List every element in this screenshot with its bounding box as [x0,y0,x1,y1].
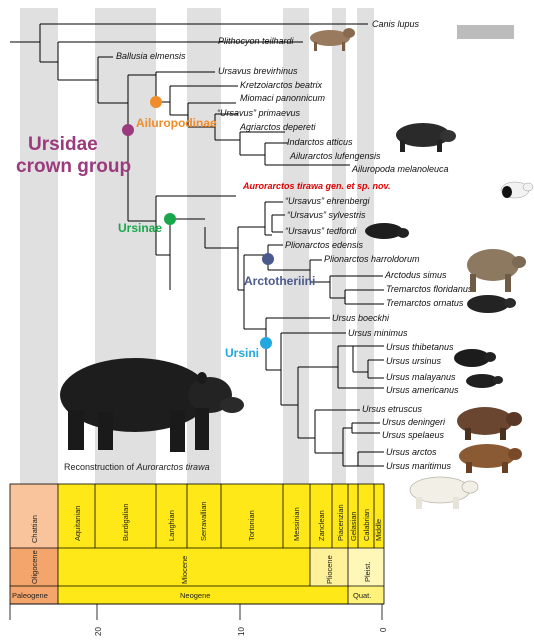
stage-label: Zanclean [317,510,326,541]
taxon-label: Arctodus simus [384,270,447,280]
taxon-label: Canis lupus [372,19,420,29]
time-scale: Chattian Aquitanian Burdigalian Langhian… [9,483,388,636]
period-label: Paleogene [12,591,48,600]
stage-label: Gelasian [349,511,358,541]
sun-bear-illustration [466,374,503,388]
taxon-label: Indarctos atticus [287,137,353,147]
taxon-label: Ballusia elmensis [116,51,186,61]
stage-label: Aquitanian [73,506,82,541]
taxon-label: Ursus maritimus [386,461,452,471]
taxon-labels: Canis lupus Plithocyon teilhardi Ballusi… [116,19,473,471]
taxon-label: “Ursavus” primaevus [217,108,301,118]
arctotheriini-node [262,253,274,265]
stage-label: Chattian [30,515,39,543]
taxon-label: “Ursavus” sylvestris [287,210,366,220]
taxon-label: Tremarctos ornatus [386,298,464,308]
taxon-label: “Ursavus” tedfordi [285,226,358,236]
grizzly-bear-illustration [459,444,522,473]
taxon-label: Kretzoiarctos beatrix [240,80,323,90]
epoch-label: Miocene [180,556,189,584]
aurorarctos-reconstruction-illustration [60,358,244,452]
stage-label: Serravallian [199,501,208,541]
taxon-label: Ursus minimus [348,328,408,338]
taxon-label: Ailurarctos lufengensis [289,151,381,161]
stage-label: Tortonian [247,510,256,541]
taxon-label: Ursus deningeri [382,417,446,427]
caption-prefix: Reconstruction of [64,462,137,472]
spectacled-bear-illustration [467,295,516,313]
ursini-node [260,337,272,349]
taxon-label: Plithocyon teilhardi [218,36,295,46]
taxon-label: Plionarctos harroldorum [324,254,420,264]
panda-illustration [500,181,534,199]
clade-label-ailuropodinae: Ailuropodinae [136,116,217,130]
stage-label: Calabrian [362,509,371,541]
asiatic-bear-illustration [454,349,496,367]
taxon-label: “Ursavus” ehrenbergi [285,196,371,206]
epoch-label: Pleist. [363,562,372,582]
time-stripes [20,8,514,486]
axis-tick-label: 0 [379,627,388,632]
taxon-label: Ursus malayanus [386,372,456,382]
cave-bear-illustration [457,407,522,440]
taxon-label-new-species: Aurorarctos tirawa gen. et sp. nov. [242,181,391,191]
stage-label: Langhian [167,510,176,541]
ursinae-node [164,213,176,225]
taxon-label: Ursus arctos [386,447,437,457]
stage-label: Burdigalian [121,503,130,541]
taxon-label: Tremarctos floridanus [386,284,473,294]
clade-label-ursini: Ursini [225,346,259,360]
tree-branches [10,23,384,467]
ailuropodinae-node [150,96,162,108]
black-bear-illustration-1 [365,223,409,239]
crown-group-node [122,124,134,136]
epoch-label: Pliocene [325,555,334,584]
taxon-label: Miomaci panonnicum [240,93,326,103]
axis-tick-label: 10 [237,627,246,636]
epoch-label: Oligocene [30,550,39,584]
taxon-label: Ursus boeckhi [332,313,390,323]
taxon-label: Agriarctos depereti [239,122,317,132]
taxon-label: Plionarctos edensis [285,240,364,250]
taxon-label: Ursus thibetanus [386,342,454,352]
taxon-label: Ursus ursinus [386,356,442,366]
taxon-label: Ailuropoda melanoleuca [351,164,449,174]
clade-label-ursinae: Ursinae [118,221,162,235]
title-line-1: Ursidae [28,134,98,155]
caption-taxon: Aurorarctos tirawa [136,462,210,472]
taxon-label: Ursus americanus [386,385,459,395]
short-faced-bear-illustration [467,249,526,292]
period-label: Quat. [353,591,371,600]
period-label: Neogene [180,591,210,600]
stage-label: Messinian [292,507,301,541]
dog-illustration [310,28,355,51]
stage-label: Middle [374,519,383,541]
brown-bear-illustration-1 [396,123,456,152]
polar-bear-illustration [409,476,479,509]
taxon-label: Ursus spelaeus [382,430,445,440]
taxon-label: Ursavus brevirhinus [218,66,298,76]
clade-label-arctotheriini: Arctotheriini [244,274,315,288]
stage-label: Piacenzian [336,504,345,541]
taxon-label: Ursus etruscus [362,404,423,414]
title-line-2: crown group [16,156,131,177]
axis-tick-label: 20 [94,627,103,636]
reconstruction-caption: Reconstruction of Aurorarctos tirawa [64,462,210,472]
